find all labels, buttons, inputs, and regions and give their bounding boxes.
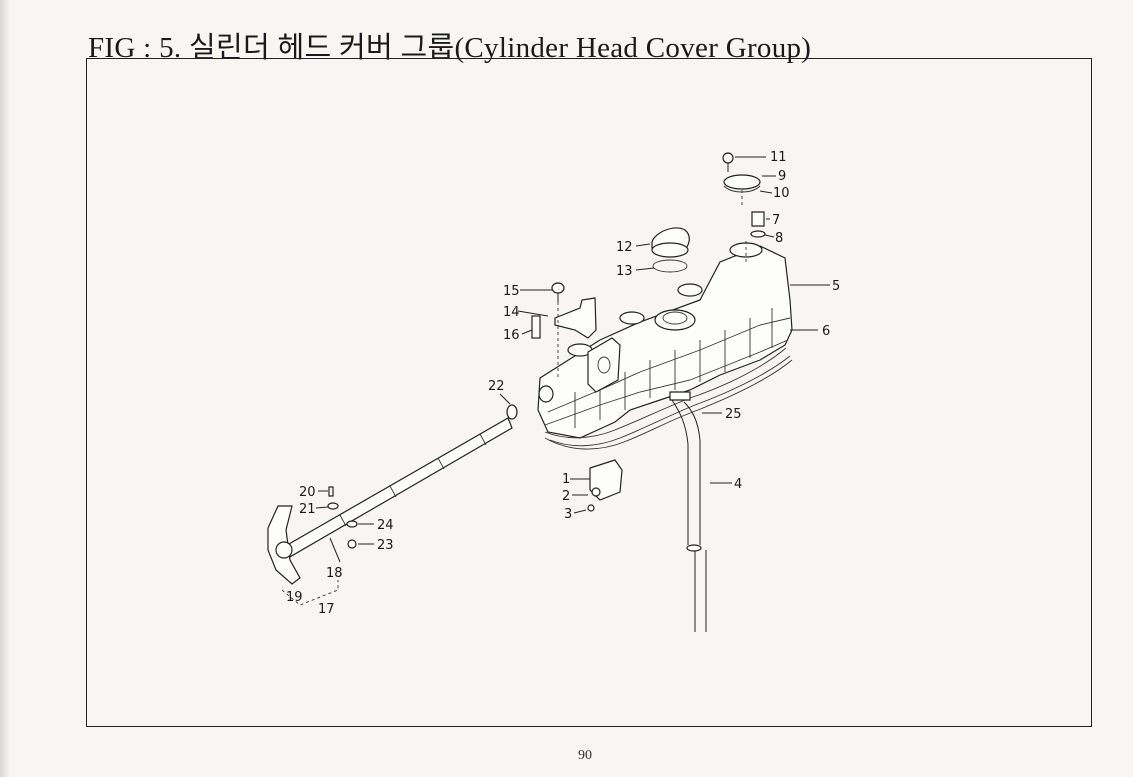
label-25: 25 <box>725 407 742 422</box>
decompression-shaft <box>267 385 554 585</box>
label-15: 15 <box>503 284 520 299</box>
cap-o-ring <box>652 259 688 273</box>
decompression-bracket <box>531 282 597 339</box>
label-1: 1 <box>562 472 570 487</box>
label-23: 23 <box>377 538 394 553</box>
label-7: 7 <box>772 213 780 228</box>
label-22: 22 <box>488 379 505 394</box>
label-2: 2 <box>562 489 570 504</box>
label-6: 6 <box>822 324 830 339</box>
label-4: 4 <box>734 477 742 492</box>
label-21: 21 <box>299 502 316 517</box>
cylinder-head-cover <box>537 242 793 447</box>
page-number: 90 <box>578 748 592 763</box>
oil-filler-cap <box>651 227 690 258</box>
label-3: 3 <box>564 507 572 522</box>
label-24: 24 <box>377 518 394 533</box>
breather-hose <box>669 391 707 632</box>
label-13: 13 <box>616 264 633 279</box>
label-10: 10 <box>773 186 790 201</box>
label-5: 5 <box>832 279 840 294</box>
scan-edge <box>0 0 10 777</box>
label-11: 11 <box>770 150 787 165</box>
part-number-labels: 11 9 10 7 8 12 13 5 6 15 14 16 22 25 4 1… <box>286 150 840 617</box>
label-17: 17 <box>318 602 335 617</box>
label-19: 19 <box>286 590 303 605</box>
figure-frame <box>86 58 1092 727</box>
label-16: 16 <box>503 328 520 343</box>
label-12: 12 <box>616 240 633 255</box>
label-18: 18 <box>326 566 343 581</box>
label-20: 20 <box>299 485 316 500</box>
leader-lines <box>315 156 830 563</box>
breather-assembly <box>722 152 766 238</box>
label-14: 14 <box>503 305 520 320</box>
label-9: 9 <box>778 169 786 184</box>
cover-gasket <box>544 359 793 450</box>
small-hardware <box>327 459 623 549</box>
label-8: 8 <box>775 231 783 246</box>
